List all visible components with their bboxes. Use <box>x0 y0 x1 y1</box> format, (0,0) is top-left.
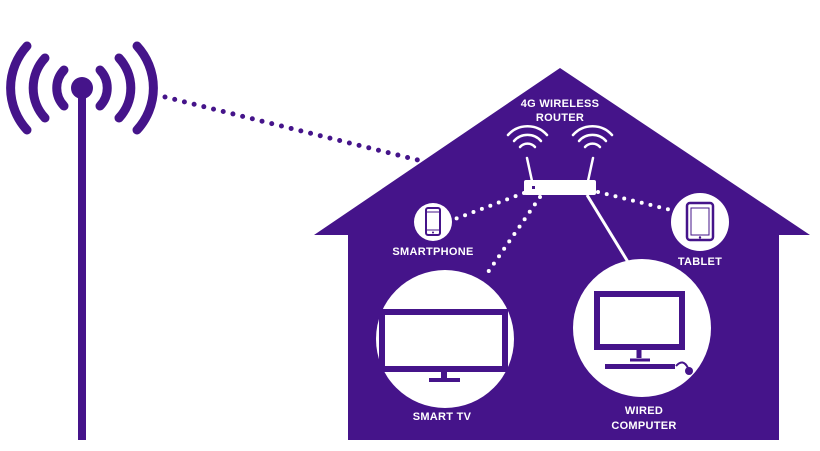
link-smart-tv <box>484 195 542 277</box>
smart-tv-label: SMART TV <box>413 411 472 423</box>
wireless-router-icon <box>506 125 614 195</box>
wired-computer-label-line2: COMPUTER <box>611 420 676 432</box>
smartphone-label: SMARTPHONE <box>392 246 473 258</box>
link-smartphone <box>453 191 526 221</box>
wireless-links <box>453 190 677 277</box>
wired-link-line <box>585 194 630 263</box>
tv-icon <box>376 270 514 408</box>
wired-computer-label-line1: WIRED <box>625 405 663 417</box>
tablet-icon <box>671 193 729 251</box>
router-label-line1: 4G WIRELESS <box>521 98 599 110</box>
tablet-label: TABLET <box>678 256 722 268</box>
smartphone-icon <box>414 203 452 241</box>
cell-tower-icon <box>6 41 158 440</box>
desktop-computer-icon <box>573 259 711 397</box>
router-label-line2: ROUTER <box>536 112 584 124</box>
